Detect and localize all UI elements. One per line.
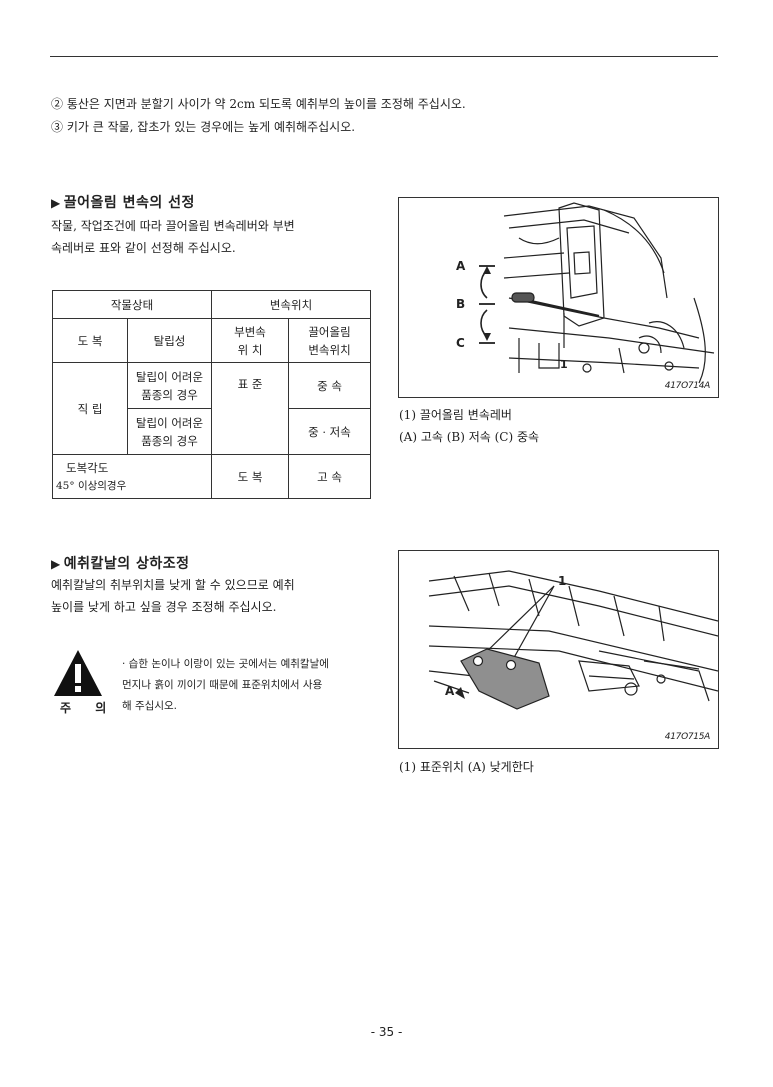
figure2-caption: (1) 표준위치 (A) 낮게한다	[399, 760, 534, 774]
table-cell-shedding-1: 탈립이 어려운 품종의 경우	[127, 362, 212, 409]
table-header-shift-position: 변속위치	[211, 290, 371, 319]
figure1-label-a: A	[456, 259, 466, 273]
section-lift-speed-para-2: 속레버로 표와 같이 선정해 주십시오.	[51, 241, 236, 255]
table-cell-standing: 직 립	[52, 362, 128, 455]
table-cell-lift-high: 고 속	[288, 454, 371, 499]
figure1-caption-1: (1) 끌어올림 변속레버	[399, 408, 512, 422]
table-header-sub-shift: 부변속 위 치	[211, 318, 289, 363]
figure1-code: 417O714A	[664, 381, 711, 391]
figure1-caption-2: (A) 고속 (B) 저속 (C) 중속	[399, 430, 540, 444]
section-blade-height-para-1: 예취칼날의 취부위치를 낮게 할 수 있으므로 예취	[51, 578, 295, 592]
table-header-lodging: 도 복	[52, 318, 128, 363]
blade-plate	[460, 648, 550, 710]
table-cell-shedding-2: 탈립이 어려운 품종의 경우	[127, 408, 212, 455]
triangle-bullet-icon: ▶	[51, 196, 61, 210]
figure-lift-lever: A B C 1 417O714A	[398, 197, 719, 398]
section-lift-speed-para-1: 작물, 작업조건에 따라 끌어올림 변속레버와 부변	[51, 219, 295, 233]
section-blade-height-para-2: 높이를 낮게 하고 싶을 경우 조정해 주십시오.	[51, 600, 277, 614]
mount-hole-1	[472, 655, 484, 667]
caution-text: · 습한 논이나 이랑이 있는 곳에서는 예취칼날에 먼지나 흙이 끼이기 때문…	[122, 658, 329, 712]
figure1-label-c: C	[456, 336, 465, 350]
table-cell-lift-medium: 중 속	[288, 362, 371, 409]
header-rule	[50, 56, 718, 57]
table-header-lift-shift: 끌어올림 변속위치	[288, 318, 371, 363]
figure1-label-1: 1	[560, 358, 568, 371]
speed-selection-table: 작물상태 변속위치 도 복 탈립성 부변속 위 치 끌어올림 변속위치 직 립 …	[52, 290, 371, 499]
section-lift-speed-title: 끌어올림 변속의 선정	[63, 195, 195, 211]
arrow-down-icon	[455, 687, 465, 699]
caution-label: 주 의	[60, 701, 117, 715]
section-blade-height-heading: ▶예취칼날의 상하조정	[51, 553, 190, 573]
table-header-shedding: 탈립성	[127, 318, 212, 363]
table-cell-sub-standard: 표 준	[211, 362, 289, 455]
intro-line-2: ② 통산은 지면과 분할기 사이가 약 2cm 되도록 예취부의 높이를 조정해…	[51, 97, 466, 111]
figure-blade-position: 1 A 417O715A	[398, 550, 719, 749]
table-header-crop-state: 작물상태	[52, 290, 212, 319]
page-number: - 35 -	[370, 1025, 403, 1039]
section-blade-height-title: 예취칼날의 상하조정	[63, 556, 190, 572]
lift-lever-illustration: A B C 1	[456, 202, 715, 384]
section-lift-speed-heading: ▶끌어올림 변속의 선정	[51, 192, 195, 212]
mount-hole-2	[505, 659, 517, 671]
figure1-label-b: B	[456, 297, 465, 311]
blade-position-illustration: 1 A	[428, 570, 719, 710]
arrow-up-icon	[483, 266, 491, 274]
triangle-bullet-icon: ▶	[51, 557, 61, 571]
table-cell-lodging-angle: 도복각도 45° 이상의경우	[52, 454, 212, 499]
table-cell-sub-lodging: 도 복	[211, 454, 289, 499]
table-cell-lift-medium-low: 중 · 저속	[288, 408, 371, 455]
figure2-label-a: A	[445, 684, 455, 698]
warning-triangle-icon	[54, 650, 102, 696]
arrow-down-icon	[483, 333, 491, 341]
figure2-code: 417O715A	[664, 732, 711, 742]
figure2-label-1: 1	[558, 574, 566, 588]
intro-line-3: ③ 키가 큰 작물, 잡초가 있는 경우에는 높게 예취해주십시오.	[51, 120, 356, 134]
